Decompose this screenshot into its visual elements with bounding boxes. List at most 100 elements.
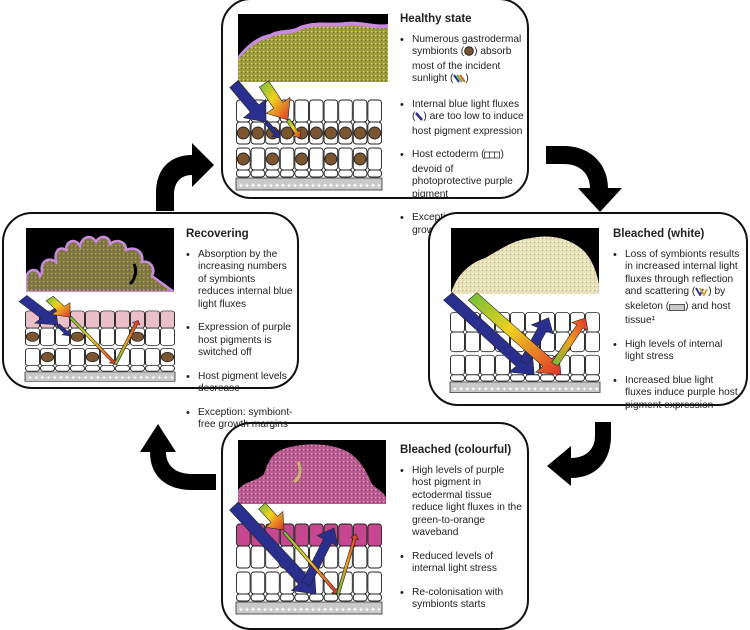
calicoderm-cell bbox=[85, 365, 100, 372]
calicoderm-cell bbox=[570, 374, 585, 382]
symbiont bbox=[266, 152, 279, 166]
ectoderm-cell bbox=[338, 523, 353, 547]
calicoderm-cell bbox=[495, 374, 510, 382]
gastroderm-cell bbox=[250, 545, 266, 569]
calicoderm-cell bbox=[309, 593, 324, 602]
skeleton-star: ✦ bbox=[120, 375, 126, 381]
cycle-arrow-colourful-to-recovering bbox=[140, 422, 216, 490]
ectoderm-cell bbox=[294, 99, 309, 123]
calicoderm-cell bbox=[130, 365, 145, 372]
calicoderm-cell bbox=[450, 374, 465, 382]
calicoderm-cell bbox=[338, 169, 353, 178]
symbiont bbox=[236, 152, 250, 166]
symbiont bbox=[160, 352, 175, 363]
skeleton-star: ✦ bbox=[244, 606, 250, 614]
scattered-light-arrow bbox=[336, 533, 359, 595]
gastroderm-cell bbox=[465, 331, 480, 353]
sunlight-arrow bbox=[467, 292, 562, 376]
sunlight-icon bbox=[453, 74, 467, 88]
gastroderm-cell bbox=[145, 327, 160, 346]
calicoderm-cell bbox=[309, 169, 324, 178]
skeleton-star: ✦ bbox=[501, 385, 507, 392]
symbiont bbox=[324, 152, 338, 166]
skeleton-star: ✦ bbox=[150, 375, 156, 381]
symbiont bbox=[25, 331, 40, 342]
skeleton-star: ✦ bbox=[298, 182, 304, 190]
skeleton-star: ✦ bbox=[83, 375, 89, 381]
skeleton-star: ✦ bbox=[163, 375, 169, 381]
skeleton-star: ✦ bbox=[520, 385, 526, 392]
bullet-recovering-1: Absorption by the increasing numbers of … bbox=[186, 249, 294, 312]
skeleton-star: ✦ bbox=[376, 182, 382, 190]
title-bleached-colourful: Bleached (colourful) bbox=[400, 444, 512, 456]
symbiont bbox=[324, 126, 338, 140]
symbiont bbox=[309, 126, 323, 140]
ectoderm-cell bbox=[115, 310, 130, 329]
bullets-bleached-colourful: High levels of purple host pigment in ec… bbox=[400, 465, 525, 612]
scatter-icon bbox=[695, 287, 709, 301]
skeleton-star: ✦ bbox=[364, 182, 370, 190]
skeleton-star: ✦ bbox=[483, 385, 489, 392]
title-bleached-white: Bleached (white) bbox=[613, 228, 705, 240]
bullet-recovering-3: Host pigment levels decrease bbox=[186, 371, 294, 396]
skeleton-star: ✦ bbox=[340, 182, 346, 190]
calicoderm-cell bbox=[294, 169, 309, 178]
sunlight-arrow bbox=[258, 502, 285, 531]
calicoderm-cell bbox=[294, 593, 309, 602]
symbiont bbox=[353, 126, 367, 140]
blue-light-arrow bbox=[229, 80, 267, 123]
skeleton-star: ✦ bbox=[268, 606, 274, 614]
bullet-healthy-2: Internal blue light fluxes () are too lo… bbox=[400, 99, 525, 139]
internal-light-arrow bbox=[285, 118, 302, 139]
skeleton-star: ✦ bbox=[157, 375, 163, 381]
gastroderm-cell bbox=[145, 348, 160, 367]
skeleton-star: ✦ bbox=[582, 385, 588, 392]
skeleton-star: ✦ bbox=[364, 606, 370, 614]
internal-blue-arrow bbox=[55, 323, 71, 337]
skeleton-star: ✦ bbox=[138, 375, 144, 381]
skeleton-star: ✦ bbox=[76, 375, 82, 381]
skeleton-star: ✦ bbox=[545, 385, 551, 392]
ectoderm-cell bbox=[160, 310, 175, 329]
title-recovering: Recovering bbox=[186, 228, 249, 240]
skeleton-star: ✦ bbox=[27, 375, 33, 381]
skeleton-star: ✦ bbox=[532, 385, 538, 392]
calicoderm-cell bbox=[279, 169, 295, 178]
skeleton-star: ✦ bbox=[346, 606, 352, 614]
bullets-healthy: Numerous gastrodermal symbionts () absor… bbox=[400, 34, 525, 240]
skeleton-star: ✦ bbox=[322, 606, 328, 614]
skeleton-star: ✦ bbox=[340, 606, 346, 614]
coral-photo-recovering bbox=[26, 228, 174, 292]
skeleton-layer bbox=[24, 371, 176, 382]
skeleton-star: ✦ bbox=[370, 182, 376, 190]
gastroderm-cell bbox=[55, 348, 70, 367]
gastroderm-cell bbox=[236, 571, 251, 595]
symbiont bbox=[251, 126, 265, 140]
text-bleached-colourful: Bleached (colourful) High levels of purp… bbox=[400, 444, 525, 623]
skeleton-star: ✦ bbox=[101, 375, 107, 381]
skeleton-star: ✦ bbox=[280, 606, 286, 614]
ectoderm-cell bbox=[294, 523, 309, 547]
sunlight-arrow bbox=[259, 80, 291, 121]
skeleton-star: ✦ bbox=[238, 182, 244, 190]
skeleton-star: ✦ bbox=[126, 375, 132, 381]
calicoderm-cell bbox=[338, 593, 353, 602]
symbiont bbox=[85, 352, 100, 363]
skeleton-star: ✦ bbox=[526, 385, 532, 392]
calicoderm-cell bbox=[236, 169, 251, 178]
bullet-bleached-colourful-3: Re-colonisation with symbionts starts bbox=[400, 587, 525, 612]
gastroderm-cell bbox=[130, 348, 145, 367]
symbiont bbox=[368, 126, 382, 140]
skeleton-star: ✦ bbox=[452, 385, 458, 392]
calicoderm-cell bbox=[250, 169, 266, 178]
skeleton-star: ✦ bbox=[250, 182, 256, 190]
skeleton-star: ✦ bbox=[292, 182, 298, 190]
ectoderm-cell bbox=[555, 312, 570, 333]
symbiont bbox=[339, 126, 352, 140]
skeleton-star: ✦ bbox=[286, 606, 292, 614]
skeleton-star: ✦ bbox=[304, 606, 310, 614]
skeleton-star: ✦ bbox=[352, 606, 358, 614]
gastroderm-cell bbox=[367, 147, 382, 171]
skeleton-star: ✦ bbox=[538, 385, 544, 392]
skeleton-star: ✦ bbox=[557, 385, 563, 392]
